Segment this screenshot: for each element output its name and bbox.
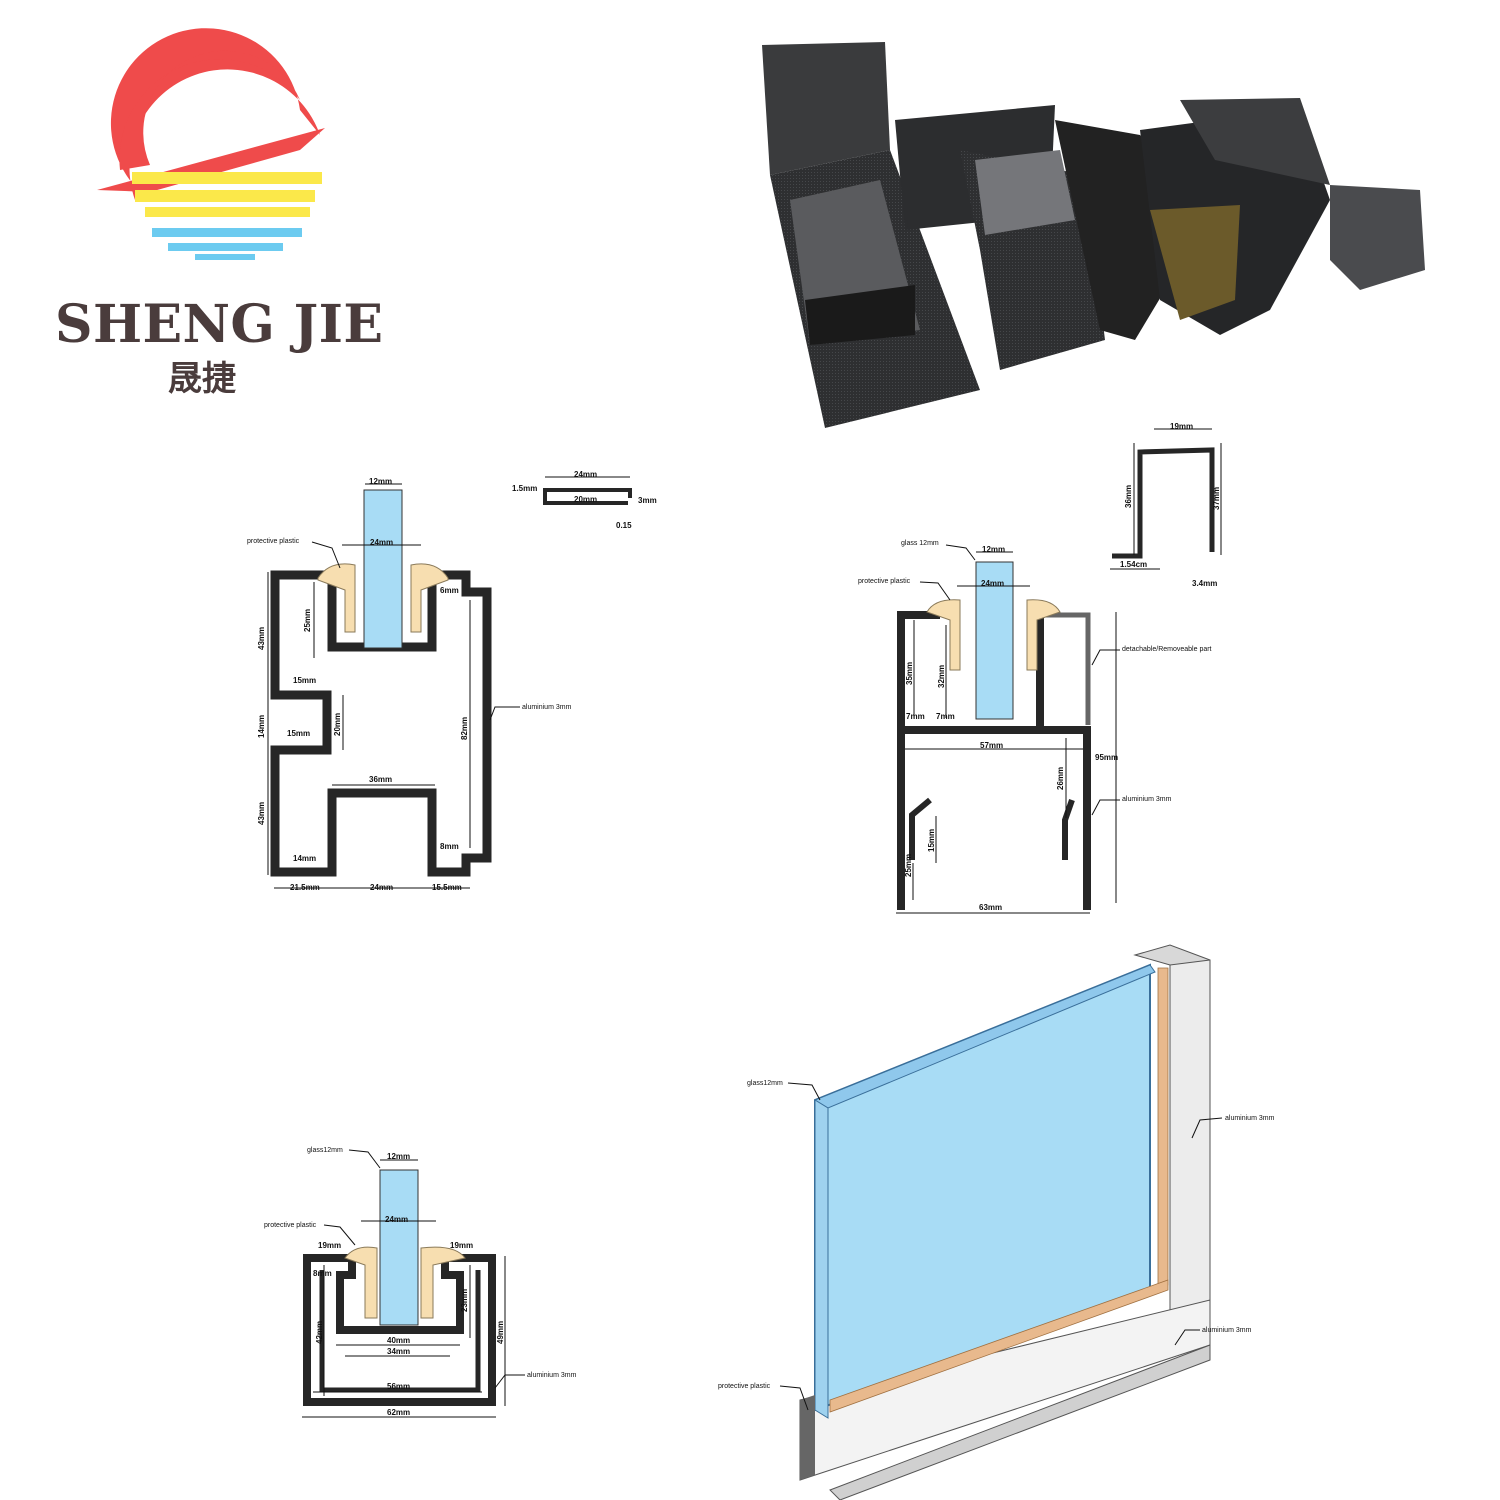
dim-lip-left: 19mm [318, 1241, 341, 1250]
glass-panel [363, 489, 403, 649]
label-detachable-part: detachable/Removeable part [1122, 646, 1212, 653]
dim-clip-width: 19mm [1170, 422, 1193, 431]
dim-glass-width: 12mm [369, 477, 392, 486]
dim-glass-width: 12mm [982, 545, 1005, 554]
label-aluminium: aluminium 3mm [522, 704, 572, 711]
dim-cap-width: 24mm [574, 470, 597, 479]
dim-lower-height: 43mm [257, 802, 266, 825]
dim-left-leg: 25mm [904, 854, 913, 877]
dim-upper-height: 43mm [257, 627, 266, 650]
label-aluminium-bottom: aluminium 3mm [1202, 1327, 1252, 1334]
dim-total-width: 63mm [979, 903, 1002, 912]
dim-lip-right: 19mm [450, 1241, 473, 1250]
label-protective-plastic: protective plastic [858, 578, 911, 585]
label-protective-plastic: protective plastic [264, 1222, 317, 1229]
diagram-3d-installation: glass12mm aluminium 3mm aluminium 3mm pr… [718, 944, 1275, 1500]
label-aluminium: aluminium 3mm [527, 1372, 577, 1379]
cap-profile: 24mm 1.5mm 20mm 3mm 0.15 [512, 470, 657, 530]
dim-channel-inner: 34mm [387, 1347, 410, 1356]
label-protective-plastic: protective plastic [718, 1383, 771, 1390]
dim-plastic-span: 24mm [385, 1215, 408, 1224]
dim-clip-foot: 1.54cm [1120, 560, 1147, 569]
glass-panel [379, 1169, 419, 1326]
label-protective-plastic: protective plastic [247, 538, 300, 545]
label-glass: glass 12mm [901, 540, 939, 547]
diagram-profile-1: 12mm 24mm protective plastic 25mm 6mm 43… [247, 470, 657, 892]
dim-base-left: 21.5mm [290, 883, 320, 892]
dim-total-height: 82mm [460, 717, 469, 740]
dim-foot-right: 8mm [440, 842, 459, 851]
dim-notch-height: 14mm [257, 715, 266, 738]
dim-notch-depth: 20mm [333, 713, 342, 736]
label-aluminium-side: aluminium 3mm [1225, 1115, 1275, 1122]
dim-channel-depth: 25mm [303, 609, 312, 632]
dim-lower-box-width: 36mm [369, 775, 392, 784]
company-logo: SHENG JIE 晟捷 [55, 28, 383, 399]
dim-total-height: 95mm [1095, 753, 1118, 762]
dim-cap-height: 3mm [638, 496, 657, 505]
dim-inner-width: 57mm [980, 741, 1003, 750]
diagram-profile-3: glass12mm 12mm protective plastic 24mm 1… [264, 1147, 577, 1418]
dim-cap-inner: 20mm [574, 495, 597, 504]
dim-clip-lip: 3.4mm [1192, 579, 1217, 588]
dim-gap-2: 7mm [936, 712, 955, 721]
dim-left-depth: 35mm [905, 662, 914, 685]
logo-emblem [97, 28, 325, 260]
label-glass: glass12mm [747, 1080, 783, 1087]
dim-gap-1: 7mm [906, 712, 925, 721]
dim-cap-tolerance: 0.15 [616, 521, 632, 530]
dim-glass-width: 12mm [387, 1152, 410, 1161]
dim-foot-left: 14mm [293, 854, 316, 863]
dim-channel-depth: 23mm [460, 1289, 469, 1312]
dim-notch-top: 15mm [293, 676, 316, 685]
dim-lip: 6mm [440, 586, 459, 595]
label-aluminium: aluminium 3mm [1122, 796, 1172, 803]
glass-panel [975, 561, 1014, 720]
dim-clip-left-height: 36mm [1124, 485, 1133, 508]
dim-wall: 8mm [313, 1269, 332, 1278]
brand-chinese-name: 晟捷 [168, 359, 236, 399]
profile-product-photo [762, 42, 1425, 428]
dim-total-height: 49mm [496, 1321, 505, 1344]
dim-right-leg: 26mm [1056, 767, 1065, 790]
brand-name: SHENG JIE [55, 294, 383, 355]
dim-inner-width: 56mm [387, 1382, 410, 1391]
dim-channel-outer: 40mm [387, 1336, 410, 1345]
dim-hook: 15mm [927, 829, 936, 852]
dim-inner-depth: 32mm [937, 665, 946, 688]
dim-cap-thickness: 1.5mm [512, 484, 537, 493]
dim-plastic-span: 24mm [370, 538, 393, 547]
dim-clip-right-height: 37mm [1212, 487, 1221, 510]
dim-base-mid: 24mm [370, 883, 393, 892]
dim-plastic-span: 24mm [981, 579, 1004, 588]
dim-base-right: 15.5mm [432, 883, 462, 892]
clip-profile: 19mm 36mm 37mm 1.54cm 3.4mm [1110, 422, 1222, 588]
dim-inner-height: 42mm [315, 1321, 324, 1344]
dim-notch-bottom: 15mm [287, 729, 310, 738]
diagram-profile-2: 19mm 36mm 37mm 1.54cm 3.4mm glass 12mm 1… [858, 422, 1222, 914]
dim-total-width: 62mm [387, 1408, 410, 1417]
label-glass: glass12mm [307, 1147, 343, 1154]
